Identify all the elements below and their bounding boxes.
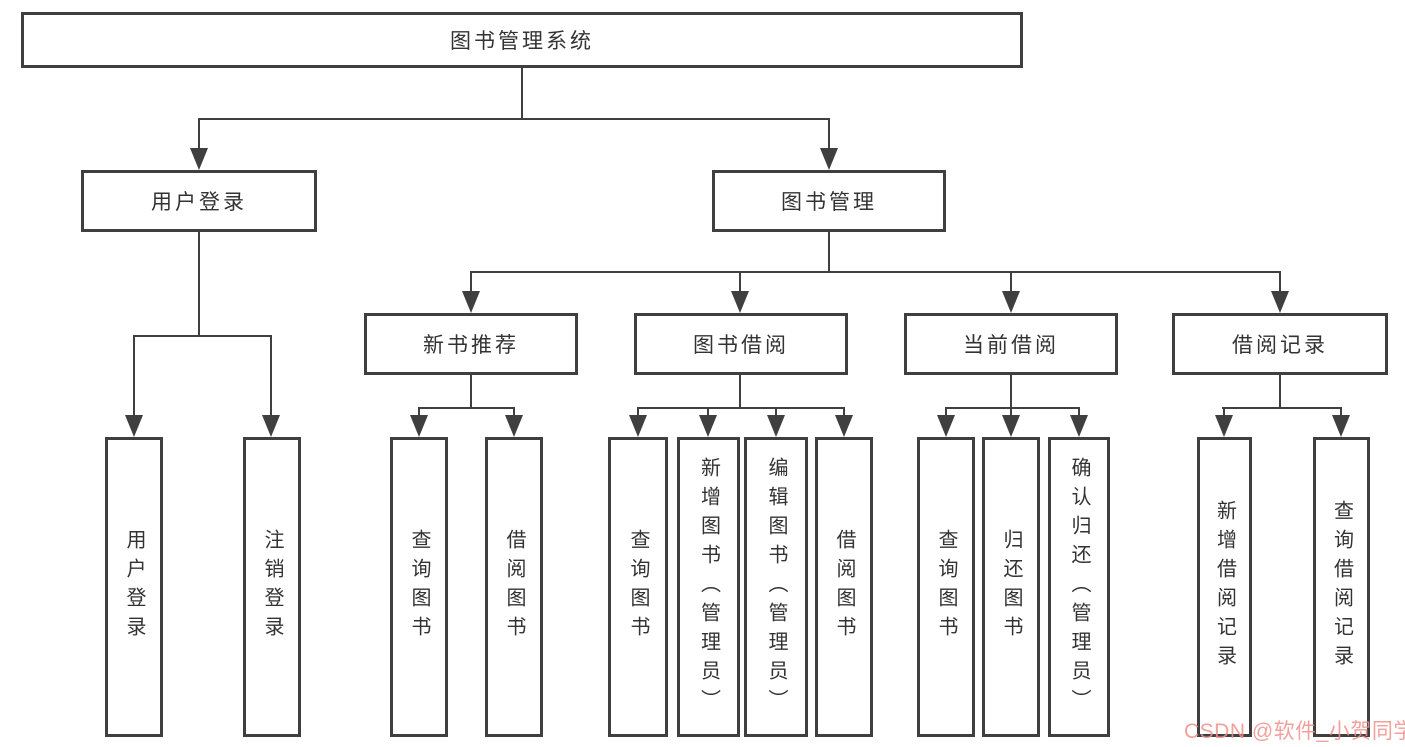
connector-line [1078, 407, 1080, 419]
arrow-down-icon [1215, 415, 1233, 437]
connector-line [1010, 407, 1012, 419]
connector-line [198, 118, 200, 152]
node-user-login: 用户登录 [81, 170, 317, 232]
leaf-confirm-return-admin: 确认归还（管理员） [1048, 437, 1110, 737]
connector-line [133, 335, 135, 419]
leaf-borrow-book: 借阅图书 [815, 437, 873, 737]
arrow-down-icon [1271, 291, 1289, 313]
connector-line [470, 271, 1281, 273]
arrow-down-icon [125, 415, 143, 437]
connector-line [1222, 407, 1342, 409]
arrow-down-icon [505, 415, 523, 437]
connector-line [828, 232, 830, 272]
connector-line [133, 335, 272, 337]
connector-line [198, 118, 830, 120]
node-current-borrow: 当前借阅 [904, 313, 1118, 375]
arrow-down-icon [462, 291, 480, 313]
arrow-down-icon [835, 415, 853, 437]
node-book-borrow: 图书借阅 [634, 313, 848, 375]
arrow-down-icon [731, 291, 749, 313]
connector-line [739, 271, 741, 295]
leaf-add-book-admin: 新增图书（管理员） [677, 437, 740, 737]
leaf-query-book-borrow: 查询图书 [608, 437, 668, 737]
connector-line [828, 118, 830, 152]
connector-line [1223, 407, 1225, 419]
connector-line [843, 407, 845, 419]
connector-line [1279, 375, 1281, 408]
leaf-query-book-current: 查询图书 [917, 437, 975, 737]
connector-line [945, 407, 1080, 409]
arrow-down-icon [1070, 415, 1088, 437]
arrow-down-icon [262, 415, 280, 437]
arrow-down-icon [699, 415, 717, 437]
connector-line [470, 271, 472, 295]
leaf-query-borrow-record: 查询借阅记录 [1313, 437, 1370, 737]
connector-line [739, 375, 741, 408]
connector-line [775, 407, 777, 419]
node-new-book-recommend: 新书推荐 [364, 313, 578, 375]
watermark: CSDN @软件_小贺同学 [1184, 720, 1405, 743]
arrow-down-icon [937, 415, 955, 437]
connector-line [1279, 271, 1281, 295]
connector-line [637, 407, 639, 419]
node-library-system: 图书管理系统 [21, 12, 1023, 68]
arrow-down-icon [1002, 415, 1020, 437]
connector-line [418, 407, 515, 409]
connector-line [198, 232, 200, 336]
arrow-down-icon [1332, 415, 1350, 437]
connector-line [418, 407, 420, 419]
leaf-borrow-book-recommend: 借阅图书 [485, 437, 543, 737]
connector-line [1340, 407, 1342, 419]
arrow-down-icon [767, 415, 785, 437]
node-book-management: 图书管理 [712, 170, 946, 232]
node-borrow-record: 借阅记录 [1172, 313, 1388, 375]
arrow-down-icon [820, 148, 838, 170]
connector-line [707, 407, 709, 419]
arrow-down-icon [410, 415, 428, 437]
leaf-add-borrow-record: 新增借阅记录 [1197, 437, 1252, 737]
connector-line [513, 407, 515, 419]
connector-line [270, 335, 272, 419]
connector-line [1010, 271, 1012, 295]
leaf-return-book: 归还图书 [982, 437, 1040, 737]
connector-line [521, 68, 523, 119]
arrow-down-icon [190, 148, 208, 170]
leaf-edit-book-admin: 编辑图书（管理员） [744, 437, 808, 737]
arrow-down-icon [629, 415, 647, 437]
arrow-down-icon [1002, 291, 1020, 313]
leaf-logout: 注销登录 [243, 437, 301, 737]
leaf-user-login: 用户登录 [105, 437, 163, 737]
connector-line [945, 407, 947, 419]
connector-line [470, 375, 472, 408]
connector-line [637, 407, 845, 409]
leaf-query-book-recommend: 查询图书 [390, 437, 448, 737]
connector-line [1010, 375, 1012, 408]
